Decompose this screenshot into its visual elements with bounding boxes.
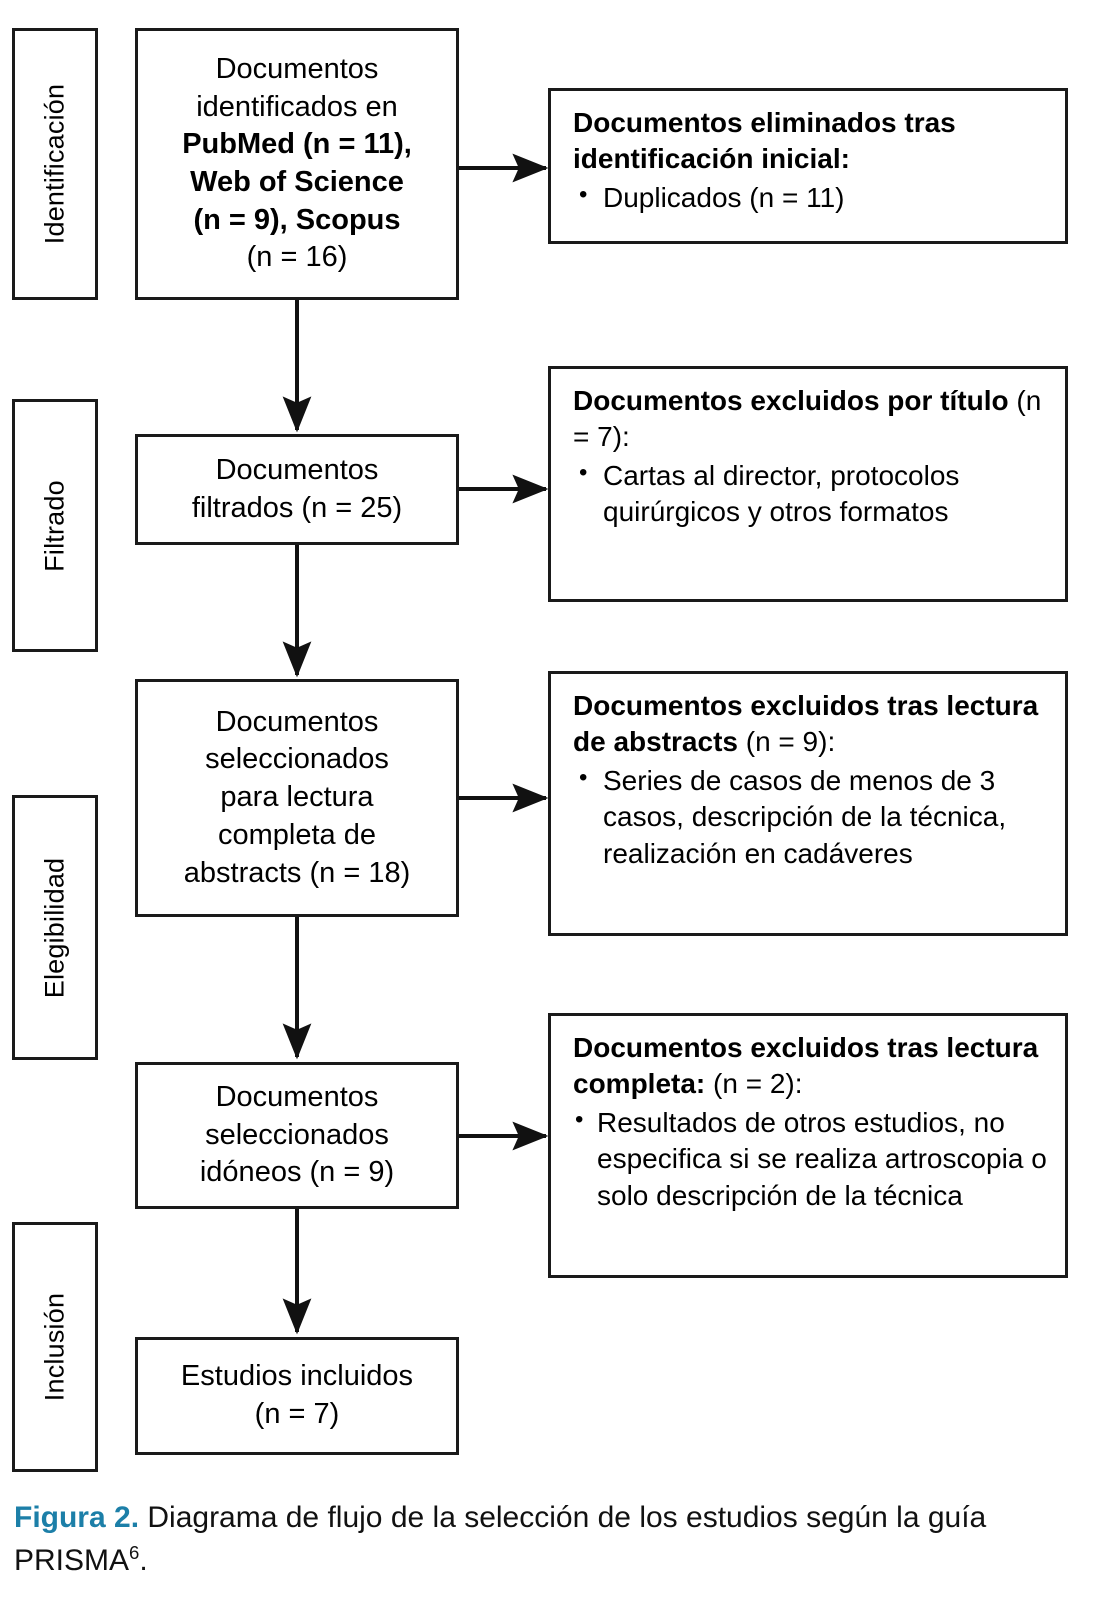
line-5: abstracts (n = 18) <box>183 856 411 889</box>
flow-box-idoneos-text: Documentos seleccionados idóneos (n = 9) <box>192 1079 402 1192</box>
exclusion-box-excluidos-titulo: Documentos excluidos por título (n = 7):… <box>548 366 1068 602</box>
flow-box-seleccionados-abstracts-text: Documentos seleccionados para lectura co… <box>176 704 418 892</box>
line-1: Estudios incluidos <box>180 1360 414 1393</box>
stage-label-filtrado: Filtrado <box>39 479 70 572</box>
exclusion-box-excluidos-abstracts: Documentos excluidos tras lectura de abs… <box>548 671 1068 936</box>
exclusion-reason-list: Duplicados (n = 11) <box>573 179 1047 216</box>
exclusion-reason-list: Series de casos de menos de 3 casos, des… <box>573 762 1047 872</box>
list-item: Series de casos de menos de 3 casos, des… <box>573 762 1047 872</box>
flow-box-filtrados: Documentos filtrados (n = 25) <box>135 434 459 545</box>
figure-caption-superscript: 6 <box>129 1541 140 1563</box>
line-3: idóneos (n = 9) <box>199 1156 395 1189</box>
exclusion-box-excluidos-lectura-completa: Documentos excluidos tras lectura comple… <box>548 1013 1068 1278</box>
figure-number: Figura 2. <box>14 1501 140 1534</box>
stage-label-elegibilidad: Elegibilidad <box>39 857 70 998</box>
flow-box-identificados: Documentos identificados en PubMed (n = … <box>135 28 459 300</box>
list-item: Duplicados (n = 11) <box>573 179 1047 216</box>
line-1: Documentos <box>215 453 379 486</box>
line-1: Documentos <box>215 705 379 738</box>
exclusion-heading: Documentos excluidos tras lectura de abs… <box>573 688 1047 761</box>
exclusion-heading-regular: (n = 7): <box>573 385 1042 453</box>
line-4: Web of Science <box>190 166 404 198</box>
line-2: (n = 7) <box>254 1398 340 1430</box>
exclusion-heading: Documentos eliminados tras identificació… <box>573 105 1047 178</box>
flow-box-filtrados-text: Documentos filtrados (n = 25) <box>184 452 410 527</box>
line-6: (n = 16) <box>246 241 348 274</box>
list-item: Cartas al director, protocolos quirúrgic… <box>573 457 1047 531</box>
figure-caption-text: Diagrama de flujo de la selección de los… <box>14 1501 987 1577</box>
line-2: seleccionados <box>205 1118 389 1151</box>
stage-box-filtrado: Filtrado <box>12 399 98 652</box>
line-3: para lectura <box>220 781 374 814</box>
exclusion-heading-bold: Documentos eliminados tras identificació… <box>573 107 956 175</box>
exclusion-heading-bold: Documentos excluidos tras lectura comple… <box>573 1032 1039 1100</box>
exclusion-heading-bold: Documentos excluidos tras lectura de abs… <box>573 690 1039 758</box>
exclusion-heading: Documentos excluidos por título (n = 7): <box>573 383 1047 456</box>
flow-box-incluidos-text: Estudios incluidos (n = 7) <box>173 1358 421 1433</box>
exclusion-heading: Documentos excluidos tras lectura comple… <box>573 1030 1047 1103</box>
flow-box-identificados-text: Documentos identificados en PubMed (n = … <box>174 51 420 277</box>
figure-caption: Figura 2. Diagrama de flujo de la selecc… <box>14 1497 1024 1582</box>
line-2: filtrados (n = 25) <box>191 491 403 524</box>
line-5: (n = 9), Scopus <box>193 203 401 236</box>
flow-box-seleccionados-abstracts: Documentos seleccionados para lectura co… <box>135 679 459 917</box>
stage-box-inclusion: Inclusión <box>12 1222 98 1472</box>
list-item: Resultados de otros estudios, no especif… <box>573 1104 1047 1214</box>
flow-box-incluidos: Estudios incluidos (n = 7) <box>135 1337 459 1455</box>
exclusion-reason-list: Cartas al director, protocolos quirúrgic… <box>573 457 1047 531</box>
line-3: PubMed (n = 11), <box>182 128 412 161</box>
exclusion-heading-regular: (n = 9): <box>737 726 836 758</box>
flow-box-idoneos: Documentos seleccionados idóneos (n = 9) <box>135 1062 459 1209</box>
line-1: Documentos <box>215 1080 379 1113</box>
line-2: seleccionados <box>205 743 389 776</box>
exclusion-heading-regular: (n = 2): <box>705 1068 803 1100</box>
stage-label-inclusion: Inclusión <box>39 1292 70 1402</box>
line-4: completa de <box>218 818 376 851</box>
exclusion-heading-bold: Documentos excluidos por título <box>573 385 1009 416</box>
figure-caption-suffix: . <box>139 1543 148 1577</box>
exclusion-box-eliminados-identificacion: Documentos eliminados tras identificació… <box>548 88 1068 244</box>
line-1: Documentos <box>215 52 379 85</box>
stage-label-identificacion: Identificación <box>39 83 70 245</box>
line-2: identificados en <box>196 90 398 123</box>
exclusion-reason-list: Resultados de otros estudios, no especif… <box>573 1104 1047 1214</box>
stage-box-identificacion: Identificación <box>12 28 98 300</box>
stage-box-elegibilidad: Elegibilidad <box>12 795 98 1060</box>
